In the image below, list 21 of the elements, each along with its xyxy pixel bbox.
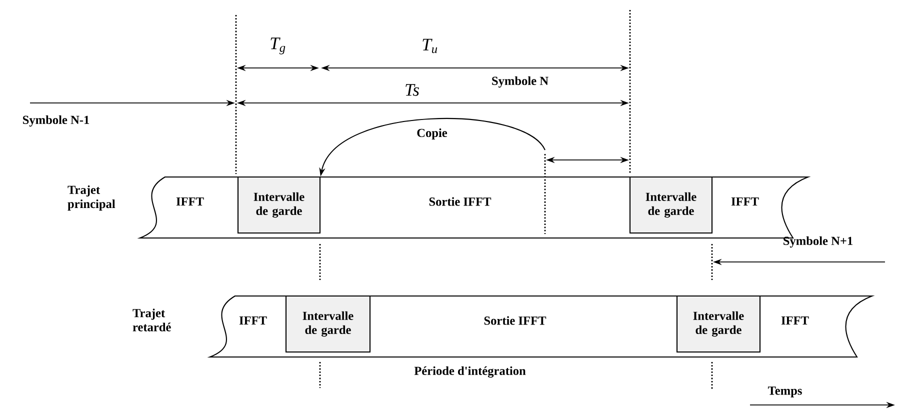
text-label: T$_{u}$ — [422, 38, 438, 54]
text-label: Ts — [406, 84, 419, 96]
guard-interval-box: Intervalle de garde — [237, 176, 321, 234]
guard-interval-box: Intervalle de garde — [676, 295, 761, 353]
path-label: Trajet retardé — [132, 308, 171, 332]
text-label: Symbole N-1 — [23, 115, 90, 127]
segment-label: IFFT — [239, 316, 267, 325]
path-label: Trajet principal — [68, 185, 116, 211]
text-label: Symbole N+1 — [784, 236, 852, 248]
text-label: Temps — [768, 386, 802, 398]
guard-interval-box: Intervalle de garde — [285, 295, 371, 353]
segment-label: IFFT — [176, 197, 204, 206]
text-label: Période d'intégration — [414, 366, 526, 378]
text-label: Symbole N — [492, 76, 548, 88]
segment-label: IFFT — [731, 197, 759, 206]
segment-label: IFFT — [781, 316, 809, 325]
segment-label: Sortie IFFT — [484, 316, 546, 325]
segment-label: Sortie IFFT — [429, 197, 492, 206]
guard-interval-box: Intervalle de garde — [629, 176, 713, 234]
text-label: T$_{g}$ — [270, 38, 286, 54]
edge-label: Copie — [417, 128, 448, 140]
